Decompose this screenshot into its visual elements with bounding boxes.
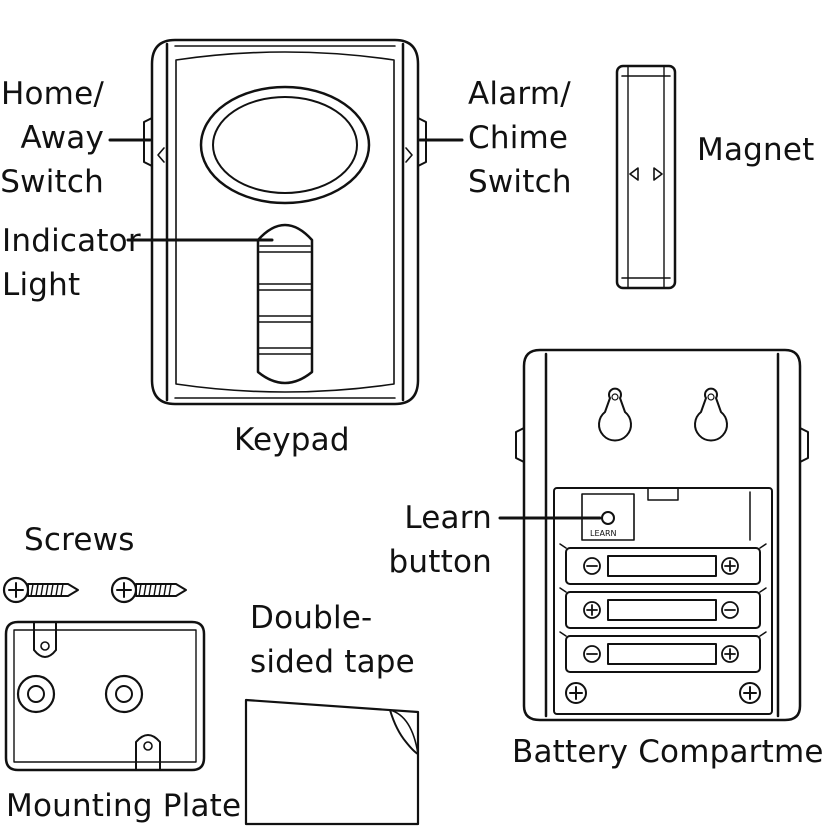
double-sided-tape: [244, 698, 420, 826]
mounting-plate-label: Mounting Plate: [6, 788, 242, 824]
mounting-plate: [4, 620, 206, 772]
magnet-label: Magnet: [697, 132, 815, 168]
keypad-unit: [143, 38, 427, 406]
label-line: Switch: [468, 164, 572, 200]
home-away-switch-label: Home/ Away Switch: [0, 72, 104, 204]
label-line: Learn: [404, 500, 492, 536]
indicator-light-label: Indicator Light: [2, 219, 141, 307]
label-line: Switch: [0, 164, 104, 200]
alarm-chime-switch-label: Alarm/ Chime Switch: [468, 72, 572, 204]
keypad-keys: [256, 223, 314, 385]
battery-compartment-label: Battery Compartment: [512, 734, 822, 770]
label-line: Light: [2, 267, 81, 303]
label-line: sided tape: [250, 644, 415, 680]
label-line: Chime: [468, 120, 569, 156]
learn-button-label: Learn button: [380, 496, 492, 584]
label-line: button: [388, 544, 492, 580]
keypad-window: [199, 85, 371, 205]
double-sided-tape-label: Double- sided tape: [250, 596, 415, 684]
label-line: Home/: [1, 76, 104, 112]
screws-pair: [2, 576, 187, 604]
battery-compartment-unit: [515, 348, 809, 722]
screws-label: Screws: [24, 522, 135, 558]
keypad-label: Keypad: [234, 422, 350, 458]
label-line: Alarm/: [468, 76, 571, 112]
label-line: Double-: [250, 600, 373, 636]
learn-button-dot: [601, 511, 615, 525]
label-line: Away: [20, 120, 104, 156]
label-line: Indicator: [2, 223, 141, 259]
learn-tag: LEARN: [590, 529, 617, 538]
magnet-unit: [615, 64, 677, 290]
